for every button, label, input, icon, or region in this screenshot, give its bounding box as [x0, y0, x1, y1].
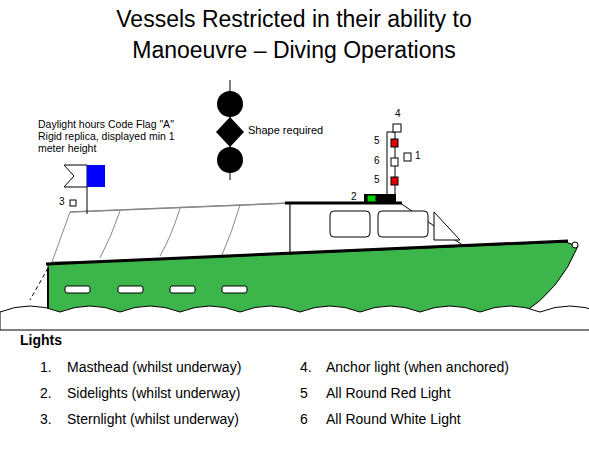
stern-line: [30, 268, 48, 300]
masthead-light: [404, 153, 411, 161]
key-text: Sidelights (whilst underway): [67, 385, 241, 401]
key-text: All Round Red Light: [326, 385, 451, 401]
key-number: 4.: [300, 359, 312, 375]
key-text: All Round White Light: [326, 411, 461, 427]
page-title: Vessels Restricted in their ability to M…: [94, 4, 494, 66]
callout-number: 5: [374, 135, 380, 147]
key-heading: Lights: [20, 332, 62, 348]
key-text: Anchor light (when anchored): [326, 359, 509, 375]
black-ball: [217, 147, 243, 173]
red-light: [391, 139, 398, 147]
key-number: 1.: [40, 359, 52, 375]
key-number: 3.: [40, 411, 52, 427]
cabin-window: [434, 212, 460, 240]
black-diamond: [216, 117, 244, 147]
key-text: Sternlight (whilst underway): [67, 411, 239, 427]
key-number: 5: [300, 385, 308, 401]
black-ball: [217, 91, 243, 117]
anchor-light: [393, 124, 401, 132]
callout-number: 4: [395, 108, 401, 120]
port-window: [170, 286, 195, 293]
shape-note: Shape required: [248, 124, 323, 137]
callout-number: 2: [351, 191, 357, 203]
port-window: [65, 286, 90, 293]
sea-waves: [0, 306, 589, 330]
flag-note: Daylight hours Code Flag "A" Rigid repli…: [38, 118, 190, 154]
transom: [47, 268, 49, 314]
callout-number: 3: [59, 196, 65, 208]
port-window: [222, 286, 247, 293]
white-light: [391, 158, 398, 166]
stern-light: [70, 200, 76, 206]
bow-fitting: [572, 242, 578, 248]
canopy: [52, 203, 290, 262]
cabin-window: [330, 211, 370, 237]
callout-number: 6: [374, 155, 380, 167]
key-number: 6: [300, 411, 308, 427]
side-light: [367, 195, 376, 202]
flag-white: [64, 165, 87, 187]
canopy-frame: [100, 205, 240, 258]
callout-number: 1: [415, 150, 421, 162]
gunwale: [46, 241, 568, 264]
light-box: [364, 194, 396, 203]
key-number: 2.: [40, 385, 52, 401]
red-light: [391, 177, 398, 185]
canopy-top: [70, 203, 290, 212]
key-text: Masthead (whilst underway): [67, 359, 241, 375]
callout-number: 5: [374, 174, 380, 186]
port-window: [118, 286, 143, 293]
cabin-window: [378, 211, 428, 237]
flag-blue: [87, 165, 105, 187]
